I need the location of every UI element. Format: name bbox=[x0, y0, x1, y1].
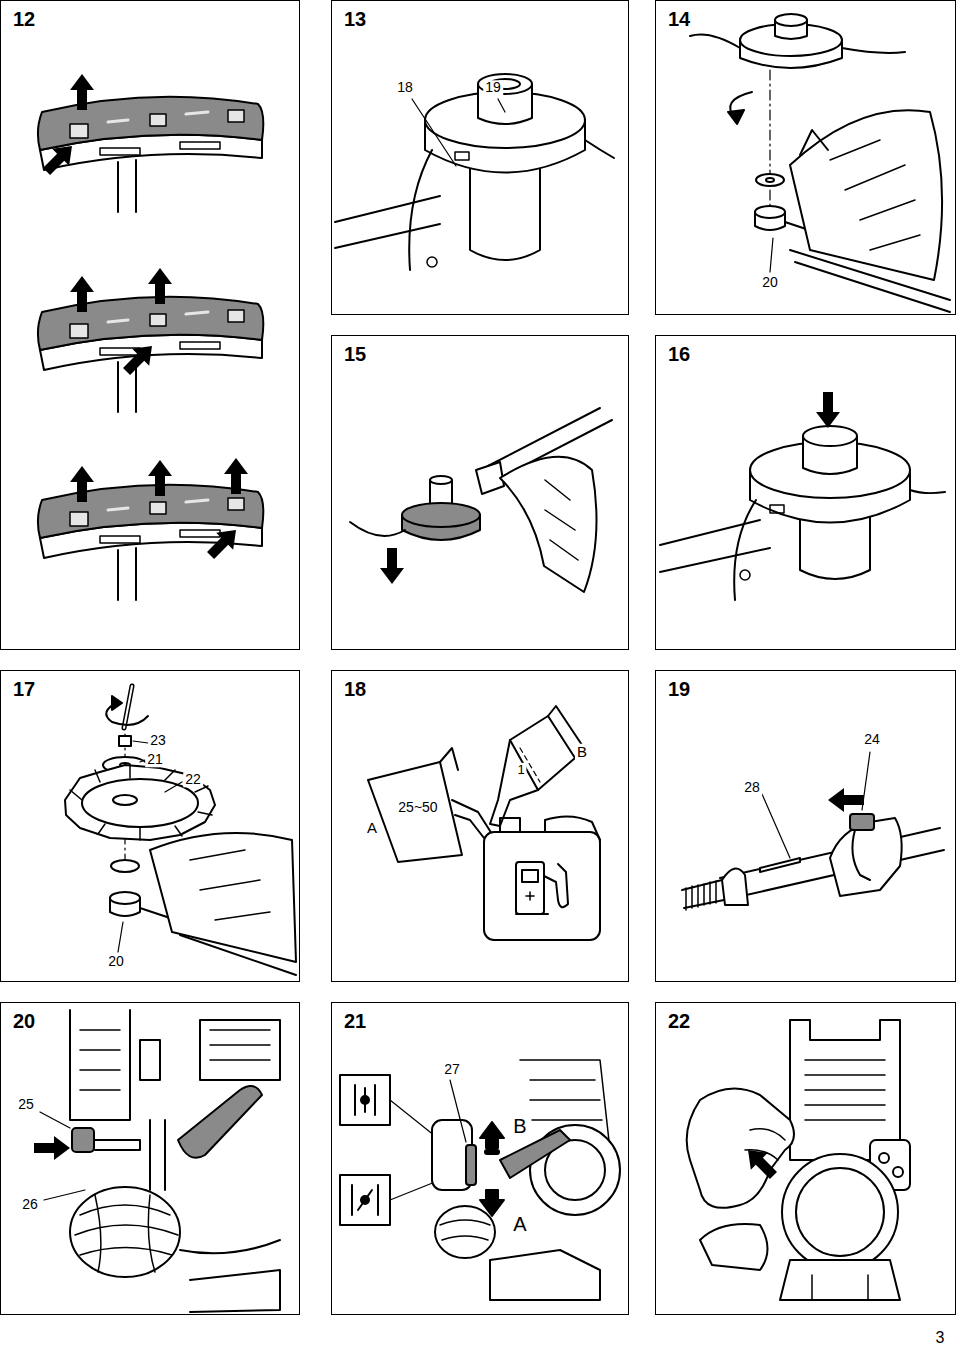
callout-number: B bbox=[575, 744, 589, 761]
figure-panel: 16 bbox=[655, 335, 956, 650]
callout-number: 20 bbox=[760, 275, 780, 290]
page-number: 3 bbox=[934, 1329, 947, 1347]
figure-number: 14 bbox=[668, 8, 690, 30]
figure-panel: 14 bbox=[655, 0, 956, 315]
callout-number: 21 bbox=[145, 752, 165, 767]
figure-panel: 22 bbox=[655, 1002, 956, 1315]
figure-number: 16 bbox=[668, 343, 690, 365]
callout-number: 27 bbox=[442, 1062, 462, 1077]
callout-number: 18 bbox=[395, 80, 415, 95]
figure-number: 20 bbox=[13, 1010, 35, 1032]
figure-number: 18 bbox=[344, 678, 366, 700]
callout-number: 28 bbox=[742, 780, 762, 795]
figure-number: 17 bbox=[13, 678, 35, 700]
callout-number: 22 bbox=[183, 772, 203, 787]
figure-panel: 18 bbox=[331, 670, 629, 982]
callout-number: 25~50 bbox=[396, 800, 439, 815]
figure-number: 15 bbox=[344, 343, 366, 365]
callout-number: 20 bbox=[106, 954, 126, 969]
callout-number: A bbox=[365, 820, 379, 837]
callout-number: 1 bbox=[515, 763, 526, 777]
callout-number: 25 bbox=[16, 1097, 36, 1112]
figure-number: 19 bbox=[668, 678, 690, 700]
figure-panel: 21 bbox=[331, 1002, 629, 1315]
callout-number: 19 bbox=[483, 80, 503, 95]
callout-number: B bbox=[511, 1115, 528, 1137]
figure-panel: 15 bbox=[331, 335, 629, 650]
callout-number: A bbox=[511, 1213, 528, 1235]
figure-panel: 17 bbox=[0, 670, 300, 982]
figure-number: 12 bbox=[13, 8, 35, 30]
figure-number: 21 bbox=[344, 1010, 366, 1032]
figure-number: 13 bbox=[344, 8, 366, 30]
figure-panel: 20 bbox=[0, 1002, 300, 1315]
figure-number: 22 bbox=[668, 1010, 690, 1032]
callout-number: 23 bbox=[148, 733, 168, 748]
figure-panel: 13 bbox=[331, 0, 629, 315]
figure-panel: 19 bbox=[655, 670, 956, 982]
callout-number: 24 bbox=[862, 732, 882, 747]
figure-panel: 12 bbox=[0, 0, 300, 650]
callout-number: 26 bbox=[20, 1197, 40, 1212]
